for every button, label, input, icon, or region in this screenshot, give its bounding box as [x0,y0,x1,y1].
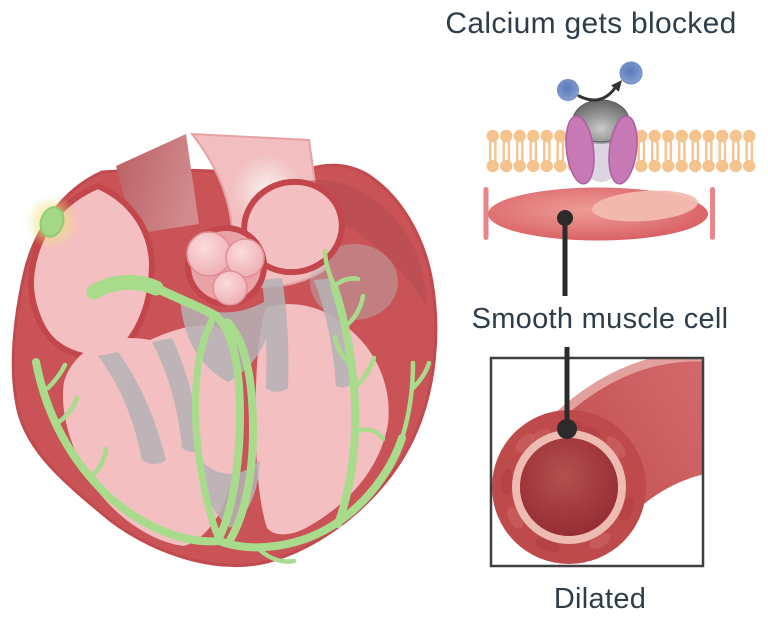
vessel-box [489,356,705,568]
septal-branch-2 [223,318,257,544]
pulmonary-valve [186,231,265,306]
heart-illustration [11,132,438,568]
purkinje-twigs-left [45,362,109,478]
purkinje-twigs-right [322,248,432,442]
left-ventricle-chamber [255,304,389,535]
av-node [86,274,164,300]
deflection-arrowhead [611,80,622,92]
dilated-label: Dilated [553,583,647,615]
calcium-ion [619,61,643,85]
calcium-ion [557,79,579,101]
dilated-vessel [489,347,705,568]
pointer-dot-lower [557,419,577,439]
vessel-lumen [520,438,618,536]
title: Calcium gets blocked [445,7,737,40]
left-bundle-branch [191,316,223,543]
cell-end-cap [483,187,489,240]
deflection-arrow [577,86,617,102]
cell-membrane [486,128,756,174]
chordae-tendineae [98,278,354,528]
purkinje-bottom-sweep [215,434,406,552]
apex-twig [257,547,297,564]
calcium-channel [565,115,638,185]
cell-nucleus [592,190,698,222]
conduction-system [32,248,432,564]
smooth-muscle-cell-label: Smooth muscle cell [471,303,729,335]
pointer-dot-upper [557,210,573,226]
cell-end-cap [710,187,715,240]
superior-vena-cava [116,134,199,234]
bundle-of-his [151,283,221,321]
calcium-ions [557,61,643,101]
purkinje-left-wall [32,358,223,546]
sa-node [39,206,65,238]
septal-branch-1 [212,312,244,542]
smooth-muscle-cell [483,187,715,241]
